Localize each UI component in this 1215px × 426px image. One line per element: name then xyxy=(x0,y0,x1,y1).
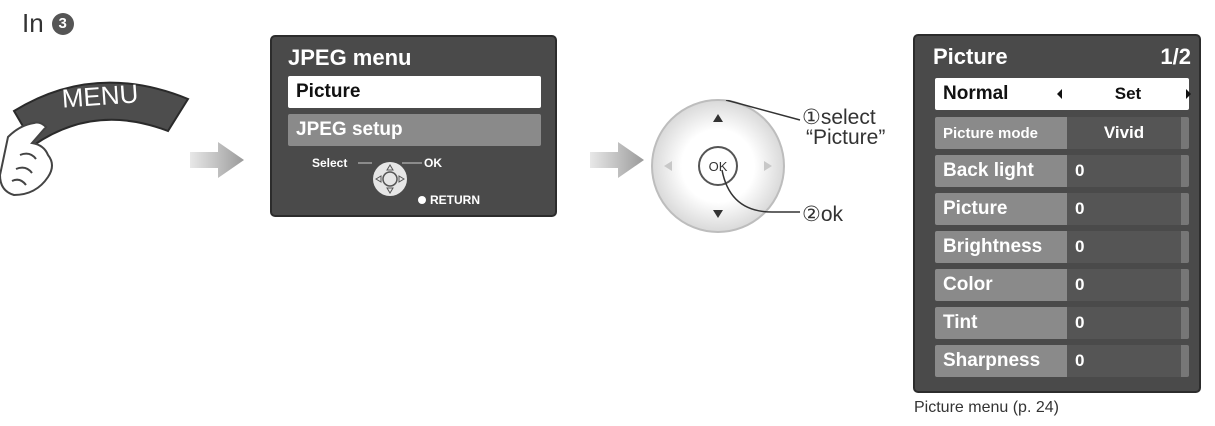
callout-lines xyxy=(721,100,801,213)
menu-row-label: Color xyxy=(935,269,1067,301)
menu-row-value: 0 xyxy=(1067,307,1189,339)
dpad-down-arrow-icon xyxy=(713,210,723,218)
callout-ok: ②ok xyxy=(802,203,844,226)
menu-row-brightness[interactable]: Brightness 0 xyxy=(935,231,1189,263)
picture-menu-panel: Picture 1/2 Normal Set Picture mode Vivi… xyxy=(913,34,1201,393)
callout-ok-line1: ok xyxy=(820,203,844,226)
callout-ok-number: ② xyxy=(802,203,821,226)
jpeg-menu-panel: JPEG menu Picture JPEG setup Select OK R… xyxy=(270,35,557,217)
menu-row-back-light[interactable]: Back light 0 xyxy=(935,155,1189,187)
menu-row-label: Sharpness xyxy=(935,345,1067,377)
jpeg-menu-title: JPEG menu xyxy=(288,45,412,70)
menu-row-label: Picture mode xyxy=(935,117,1067,149)
guide-return-label: RETURN xyxy=(430,193,480,207)
callout-select-line1: select xyxy=(820,106,876,129)
guide-dpad-icon xyxy=(358,162,422,196)
step-prefix: In xyxy=(22,8,44,38)
left-arrow-icon[interactable] xyxy=(1057,89,1062,99)
menu-row-value: 0 xyxy=(1067,269,1189,301)
menu-button-illustration: MENU xyxy=(0,78,190,197)
step-number-badge: 3 xyxy=(51,12,74,35)
dpad-up-arrow-icon xyxy=(713,114,723,122)
remote-dpad: OK xyxy=(651,99,785,233)
right-arrow-icon[interactable] xyxy=(1186,89,1191,99)
step-arrow-1 xyxy=(190,142,244,178)
hand-icon xyxy=(0,121,53,197)
callout-select: ①select “Picture” xyxy=(802,106,886,149)
menu-row-color[interactable]: Color 0 xyxy=(935,269,1189,301)
menu-row-label: Brightness xyxy=(935,231,1067,263)
guide-select-label: Select xyxy=(312,156,348,170)
menu-row-value: Set xyxy=(1057,78,1191,110)
return-dot-icon xyxy=(418,196,426,204)
ok-button-label[interactable]: OK xyxy=(709,159,728,174)
menu-button-shape xyxy=(12,81,190,147)
picture-menu-page: 1/2 xyxy=(1160,44,1191,69)
menu-row-value: 0 xyxy=(1067,231,1189,263)
menu-row-picture[interactable]: Picture 0 xyxy=(935,193,1189,225)
menu-row-label: Tint xyxy=(935,307,1067,339)
menu-row-label: Normal xyxy=(935,78,1067,110)
menu-row-value: 0 xyxy=(1067,155,1189,187)
step-heading: In 3 xyxy=(22,8,74,39)
menu-row-label: Picture xyxy=(935,193,1067,225)
menu-row-picture-mode[interactable]: Picture mode Vivid xyxy=(935,117,1189,149)
guide-ok-label: OK xyxy=(424,156,442,170)
menu-row-normal[interactable]: Normal Set xyxy=(935,78,1191,110)
jpeg-menu-item-jpeg-setup[interactable]: JPEG setup xyxy=(288,114,541,146)
menu-row-value: 0 xyxy=(1067,345,1189,377)
menu-button-label: MENU xyxy=(61,78,139,113)
callout-select-number: ① xyxy=(802,106,821,129)
step-arrow-2 xyxy=(590,142,644,178)
dpad-right-arrow-icon xyxy=(764,161,772,171)
dpad-left-arrow-icon xyxy=(664,161,672,171)
menu-row-tint[interactable]: Tint 0 xyxy=(935,307,1189,339)
ok-button xyxy=(698,146,738,186)
menu-row-sharpness[interactable]: Sharpness 0 xyxy=(935,345,1189,377)
menu-row-value: Vivid xyxy=(1067,117,1189,149)
menu-row-label: Back light xyxy=(935,155,1067,187)
picture-menu-title: Picture xyxy=(933,44,1008,69)
picture-menu-caption: Picture menu (p. 24) xyxy=(914,399,1059,416)
jpeg-menu-item-picture[interactable]: Picture xyxy=(288,76,541,108)
callout-select-line2: “Picture” xyxy=(806,126,886,149)
menu-row-value: 0 xyxy=(1067,193,1189,225)
menu-row-value-text: Set xyxy=(1114,84,1142,103)
